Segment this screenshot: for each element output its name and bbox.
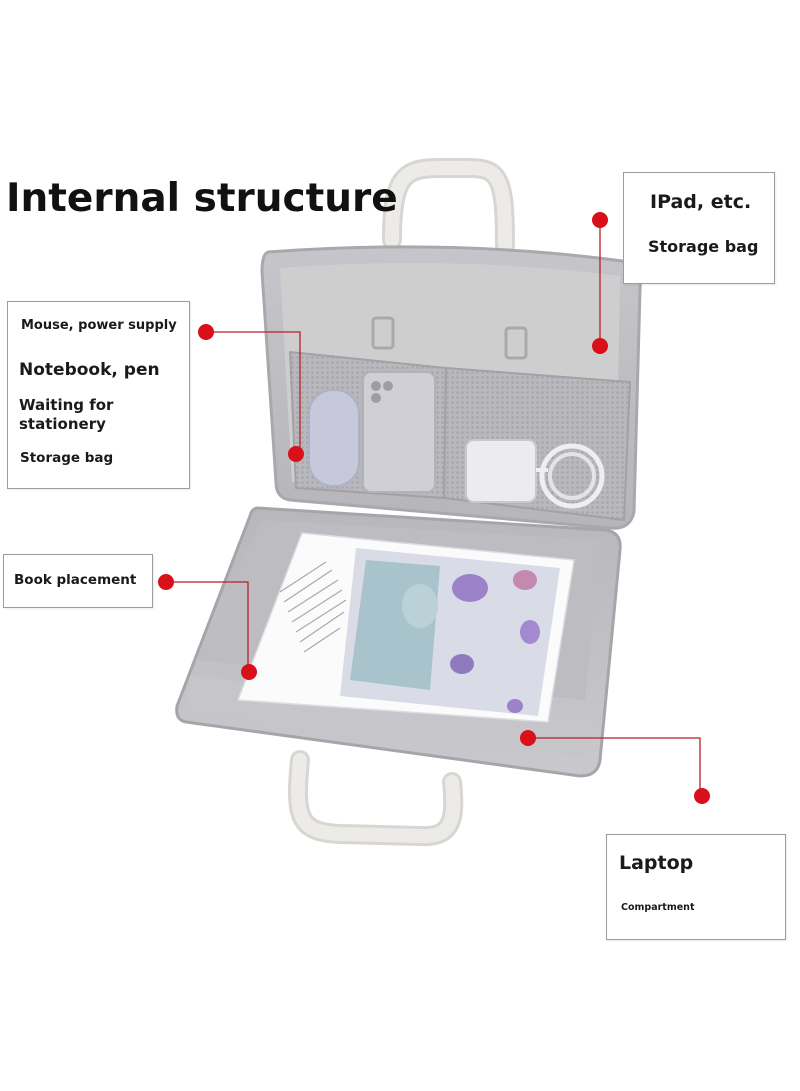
callout-accessory-storage: Mouse, power supply Notebook, pen Waitin… [7, 301, 190, 489]
callout-mouse-label: Mouse, power supply [21, 318, 177, 333]
marker-dot [198, 324, 214, 340]
callout-laptop-label: Laptop [619, 852, 694, 874]
marker-dot [592, 338, 608, 354]
callout-laptop-sublabel: Compartment [621, 902, 695, 913]
top-handle [382, 158, 515, 255]
bag-base [175, 506, 622, 778]
callout-stationery-label: Waiting for stationery [19, 396, 114, 433]
callout-ipad-sublabel: Storage bag [648, 237, 759, 256]
marker-dot [592, 212, 608, 228]
leader-lines [166, 222, 701, 796]
callout-book-label: Book placement [14, 572, 137, 588]
callout-storage-label: Storage bag [20, 450, 114, 466]
marker-dot [288, 446, 304, 462]
marker-dot [241, 664, 257, 680]
callout-ipad-label: IPad, etc. [650, 191, 752, 213]
page-title: Internal structure [6, 176, 398, 221]
callout-ipad-storage: IPad, etc. Storage bag [623, 172, 775, 284]
callout-laptop-compartment: Laptop Compartment [606, 834, 786, 940]
marker-dot [158, 574, 174, 590]
marker-dot [694, 788, 710, 804]
callout-notebook-label: Notebook, pen [19, 360, 160, 380]
callout-markers [158, 212, 710, 804]
marker-dot [520, 730, 536, 746]
callout-book-placement: Book placement [3, 554, 153, 608]
bag-lid [260, 245, 642, 530]
bottom-handle [288, 750, 464, 847]
